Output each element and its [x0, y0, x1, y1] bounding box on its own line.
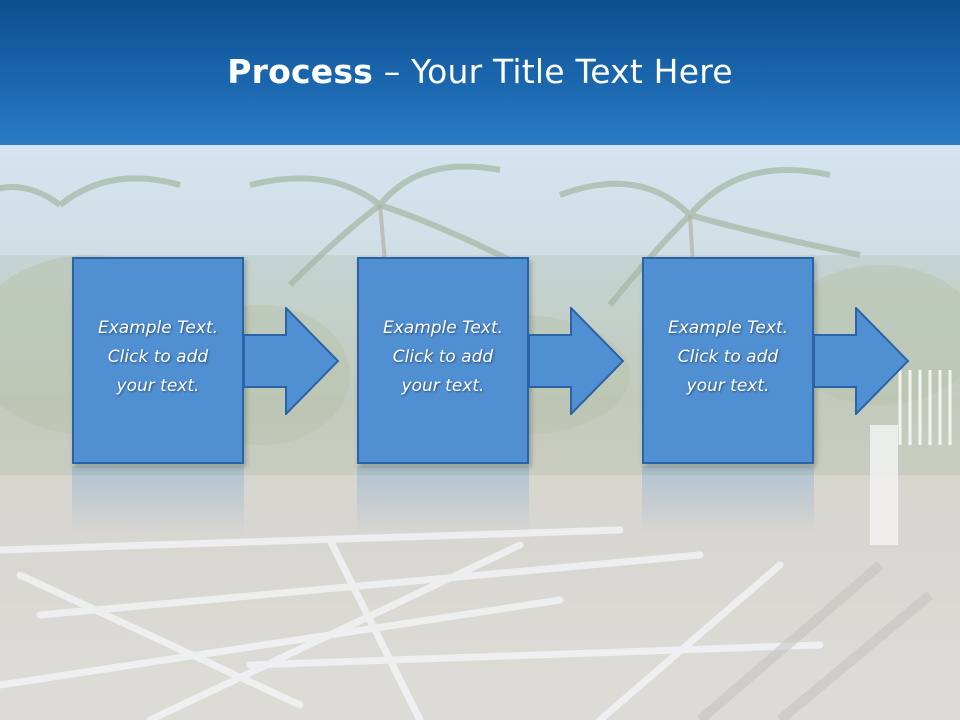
step-box-3[interactable]: Example Text. Click to add your text.	[642, 257, 814, 464]
step-box-2[interactable]: Example Text. Click to add your text.	[357, 257, 529, 464]
step-reflection-2	[357, 466, 529, 536]
step-text-1[interactable]: Example Text. Click to add your text.	[97, 318, 219, 396]
arrow-right-icon	[814, 307, 910, 415]
arrow-right-icon	[529, 307, 625, 415]
step-text-3[interactable]: Example Text. Click to add your text.	[667, 318, 789, 396]
step-reflection-1	[72, 466, 244, 536]
arrow-right-icon	[244, 307, 340, 415]
step-reflection-3	[642, 466, 814, 536]
title-bold: Process	[227, 52, 374, 91]
step-box-1[interactable]: Example Text. Click to add your text.	[72, 257, 244, 464]
title-rest: – Your Title Text Here	[373, 52, 733, 91]
title-bar: Process – Your Title Text Here	[0, 0, 960, 145]
step-text-2[interactable]: Example Text. Click to add your text.	[382, 318, 504, 396]
slide-title[interactable]: Process – Your Title Text Here	[0, 52, 960, 91]
